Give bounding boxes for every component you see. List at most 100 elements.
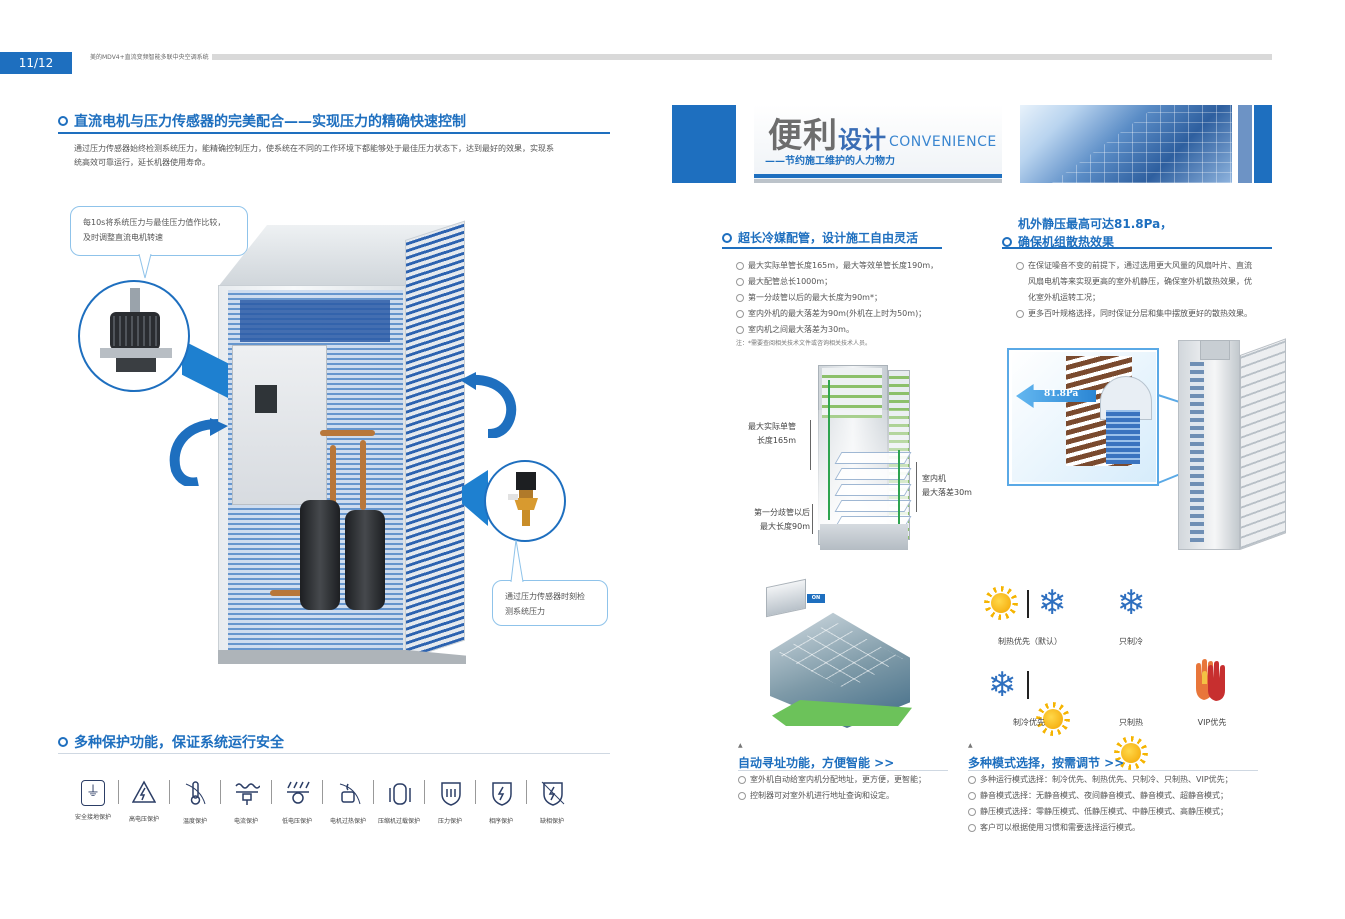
- dc-motor-closeup: [78, 280, 190, 392]
- outdoor-unit-mini: [766, 578, 806, 618]
- sun-icon: [1036, 702, 1070, 736]
- section-heading-pressure: 直流电机与压力传感器的完美配合——实现压力的精确快速控制: [58, 111, 466, 131]
- list-item: 化室外机运转工况；: [1028, 293, 1100, 302]
- zoom-connector: [1157, 394, 1180, 403]
- mode-divider: [1027, 671, 1029, 699]
- outdoor-unit-side-grille: [405, 220, 465, 660]
- static-pressure-bullets: 在保证噪音不变的前提下，通过选用更大风量的风扇叶片、直流 风扇电机等来实现更高的…: [1016, 258, 1278, 322]
- current-icon: [234, 780, 261, 806]
- heading-text: 直流电机与压力传感器的完美配合——实现压力的精确快速控制: [74, 114, 466, 130]
- building-base: [820, 524, 908, 550]
- heading-text: 机外静压最高可达81.8Pa，: [1018, 217, 1173, 231]
- heading-line: 机外静压最高可达81.8Pa，: [1002, 215, 1172, 232]
- fan-duct: [240, 300, 390, 342]
- heading-text: 多种保护功能，保证系统运行安全: [74, 735, 284, 751]
- section-heading-piping: 超长冷媒配管，设计施工自由灵活: [722, 229, 918, 246]
- protection-item: 电流保护: [221, 780, 271, 825]
- triangle-marker-icon: ▲: [968, 742, 973, 749]
- label-line: 长度165m: [756, 436, 796, 445]
- divider: [424, 780, 425, 804]
- refrigerant-pipe: [898, 450, 900, 530]
- dc-motor-icon: [100, 288, 172, 372]
- section-heading-protection: 多种保护功能，保证系统运行安全: [58, 732, 284, 752]
- on-badge: ON: [807, 594, 825, 603]
- list-item: 静压模式选择：零静压模式、低静压模式、中静压模式、高静压模式；: [968, 804, 1268, 820]
- banner-blue-block: [672, 105, 736, 183]
- protection-label: 缺相保护: [539, 818, 564, 825]
- mode-label-cool-priority: 制冷优先: [1013, 718, 1045, 727]
- protection-item: 低电压保护: [272, 780, 322, 825]
- dimension-line: [810, 420, 811, 470]
- banner-box: [754, 105, 1002, 183]
- ground-plug-icon: ⏚: [81, 780, 105, 806]
- intro-paragraph: 通过压力传感器始终检测系统压力，能精确控制压力，使系统在不同的工作环境下都能够处…: [74, 142, 614, 170]
- protection-label: 温度保护: [182, 818, 207, 825]
- divider: [220, 780, 221, 804]
- divider: [118, 780, 119, 804]
- list-item: 更多百叶规格选择，同时保证分层和集中摆放更好的散热效果。: [1016, 306, 1278, 322]
- divider: [373, 780, 374, 804]
- auto-addressing-bullets: 室外机自动给室内机分配地址，更方便，更智能； 控制器可对室外机进行地址查询和设定…: [738, 772, 954, 804]
- protection-label: 相序保护: [488, 818, 513, 825]
- protection-label: 高电压保护: [128, 816, 159, 823]
- mode-divider: [1027, 590, 1029, 618]
- vip-hands-icon: [1196, 659, 1225, 701]
- phase-sequence-icon: [489, 780, 513, 806]
- list-item: 客户可以根据使用习惯和需要选择运行模式。: [968, 820, 1268, 836]
- sun-icon: [1114, 736, 1148, 770]
- mode-label-heat-priority: 制热优先（默认）: [998, 637, 1062, 646]
- list-item: 静音模式选择：无静音模式、夜间静音模式、静音模式、超静音模式；: [968, 788, 1268, 804]
- callout-dc-motor: 每10s将系统压力与最佳压力值作比较， 及时调整直流电机转速: [70, 206, 248, 256]
- list-item: 多种运行模式选择：制冷优先、制热优先、只制冷、只制热、VIP优先；: [968, 772, 1268, 788]
- protection-item: 电机过热保护: [323, 780, 373, 825]
- control-display: [255, 385, 277, 413]
- mode-label-vip: VIP优先: [1197, 718, 1227, 727]
- modes-heading: 多种模式选择，按需调节 >>: [968, 756, 1125, 770]
- heading-marker-icon: [1002, 236, 1012, 247]
- highrise-side: [1240, 338, 1286, 550]
- banner-english: CONVENIENCE: [889, 134, 997, 150]
- banner-bar: [754, 179, 1002, 183]
- heading-text: 超长冷媒配管，设计施工自由灵活: [738, 231, 919, 245]
- dimension-line: [812, 504, 813, 534]
- divider: [271, 780, 272, 804]
- heading-underline: [58, 132, 610, 134]
- compressor: [345, 510, 385, 610]
- protection-item: 高电压保护: [119, 780, 169, 823]
- highrise-roof: [1200, 340, 1230, 360]
- snowflake-icon: ❄: [987, 665, 1017, 705]
- heading-text: 确保机组散热效果: [1018, 235, 1115, 249]
- protection-item: 压缩机过载保护: [374, 780, 424, 825]
- heading-marker-icon: [722, 232, 732, 243]
- label-branch-length: 第一分歧管以后 最大长度90m: [736, 506, 810, 534]
- callout-line-1: 通过压力传感器时刻检: [505, 592, 585, 601]
- highrise-building: [1178, 340, 1240, 550]
- heading-underline: [722, 247, 942, 249]
- callout-line-2: 及时调整直流电机转速: [83, 233, 163, 242]
- high-voltage-icon: [131, 780, 157, 806]
- intro-line-2: 统高效可靠运行，延长机器使用寿命。: [74, 158, 210, 167]
- callout-pressure-sensor: 通过压力传感器时刻检 测系统压力: [492, 580, 608, 626]
- protection-icons-row: ⏚安全接地保护 高电压保护 温度保护 电流保护 低电压保护 电机过热保护 压缩机…: [68, 780, 628, 830]
- intro-line-1: 通过压力传感器始终检测系统压力，能精确控制压力，使系统在不同的工作环境下都能够处…: [74, 144, 554, 153]
- copper-pipe: [320, 430, 375, 436]
- triangle-marker-icon: ▲: [738, 742, 743, 749]
- heading-underline: [968, 770, 1258, 771]
- rotation-arrow-right-icon: [460, 372, 517, 438]
- divider: [475, 780, 476, 804]
- protection-label: 电机过热保护: [329, 818, 366, 825]
- sun-icon: [984, 586, 1018, 620]
- label-line: 最大实际单管: [748, 422, 796, 431]
- section-heading-static-pressure: 机外静压最高可达81.8Pa， 确保机组散热效果: [1002, 215, 1172, 250]
- list-item: 第一分歧管以后的最大长度为90m*；: [736, 290, 976, 306]
- photo-stripe: [1254, 105, 1272, 183]
- heading-underline: [1002, 247, 1272, 249]
- compressor: [300, 500, 340, 610]
- list-item: 最大实际单管长度165m，最大等效单管长度190m，: [736, 258, 976, 274]
- protection-label: 压力保护: [437, 818, 462, 825]
- callout-pointer-icon: [138, 254, 152, 279]
- banner-title-accent: 设计: [838, 126, 886, 154]
- list-item: 控制器可对室外机进行地址查询和设定。: [738, 788, 954, 804]
- list-item: 室内外机的最大落差为90m(外机在上时为50m)；: [736, 306, 976, 322]
- list-item: 最大配管总长1000m；: [736, 274, 976, 290]
